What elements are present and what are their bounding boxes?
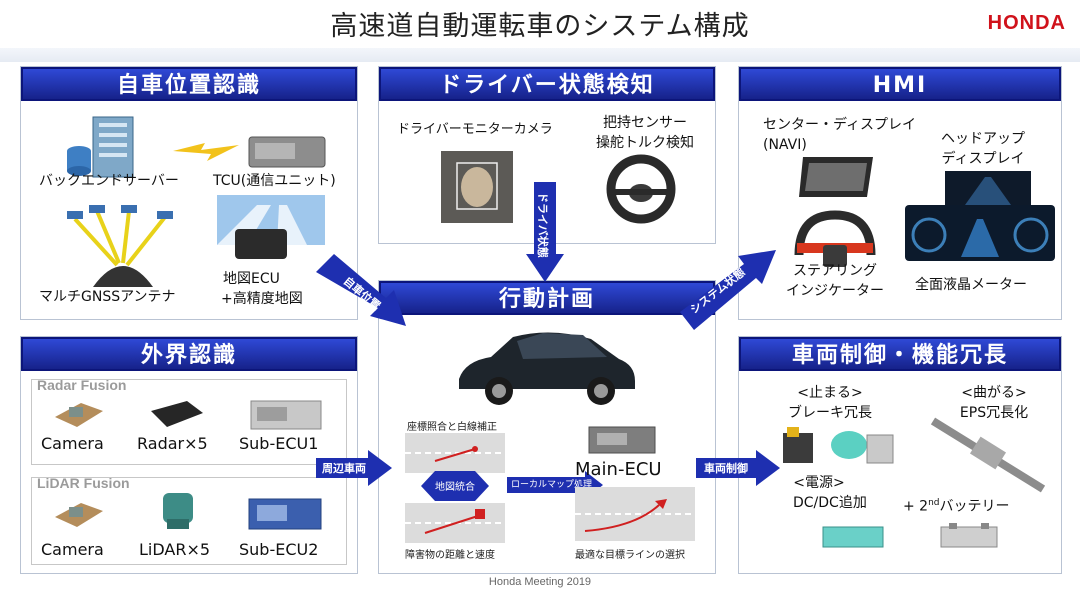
- panel-header: HMI: [739, 67, 1061, 101]
- camera-icon: [55, 503, 103, 527]
- honda-logo: HONDA: [987, 12, 1066, 34]
- panel-hmi: HMI センター・ディスプレイ (NAVI) ヘッドアップ ディスプレイ ステア…: [738, 66, 1062, 320]
- brake-redundancy-label: ブレーキ冗長: [788, 405, 872, 421]
- brake-unit-icon: [783, 427, 894, 464]
- battery-prefix: + 2: [903, 498, 929, 515]
- second-battery-label: + 2ndバッテリー: [903, 495, 1010, 516]
- target-line-image: [575, 487, 695, 541]
- obstacle-label: 障害物の距離と速度: [405, 550, 495, 561]
- center-display-icon: [799, 157, 873, 197]
- camera-label-1: Camera: [41, 434, 104, 453]
- sub-ecu2-label: Sub-ECU2: [239, 540, 319, 559]
- gnss-label: マルチGNSSアンテナ: [39, 289, 176, 305]
- server-icon: [67, 116, 134, 178]
- map-merge-label: 地図統合: [435, 482, 475, 493]
- gnss-antenna-icon: [67, 205, 173, 287]
- arrow-system-state: システム状態: [680, 250, 776, 330]
- lidar-icon: [163, 493, 193, 529]
- backend-label: バックエンドサーバー: [39, 173, 179, 189]
- turn-label: <曲がる>: [961, 385, 1027, 401]
- panel-header: 行動計画: [379, 281, 715, 315]
- steering-indicator-sublabel: インジケーター: [786, 283, 884, 299]
- obstacle-image: [405, 503, 505, 543]
- main-ecu-icon: [588, 426, 656, 454]
- battery-superscript: nd: [928, 498, 940, 508]
- footer: Honda Meeting 2019: [488, 576, 592, 588]
- dcdc-label: DC/DC追加: [793, 495, 867, 511]
- center-display-label: センター・ディスプレイ: [763, 117, 917, 133]
- steering-wheel-icon: [606, 154, 676, 224]
- arrow-driver-state: ドライバ状態: [526, 182, 564, 282]
- title-divider: [0, 48, 1080, 62]
- map-merge-icon: [421, 471, 489, 501]
- grip-sensor-label: 把持センサー: [603, 115, 687, 131]
- radar-icon: [151, 401, 203, 427]
- sub-ecu2-icon: [248, 498, 322, 530]
- dcdc-converter-icon: [822, 526, 884, 548]
- arrow-surrounding-label: 周辺車両: [322, 461, 366, 475]
- arrow-self-position: 自車位置: [316, 254, 406, 326]
- radar-fusion-group: [31, 379, 347, 465]
- eps-redundancy-label: EPS冗長化: [959, 405, 1029, 421]
- hud-icon: [945, 171, 1031, 205]
- target-line-label: 最適な目標ラインの選択: [575, 550, 685, 561]
- vehicle-image: [459, 332, 635, 405]
- battery-icon: [940, 523, 998, 548]
- map-ecu-label: 地図ECU: [223, 271, 280, 287]
- panel-self-position: 自車位置認識 バックエンドサーバー TCU(通信ユニット) マルチGNSSアンテ…: [20, 66, 358, 320]
- panel-header: 車両制御・機能冗長: [739, 337, 1061, 371]
- lidar-fusion-group: [31, 477, 347, 565]
- hud-label: ヘッドアップ: [941, 131, 1025, 147]
- panel-external: 外界認識 Radar Fusion Camera Radar×5 Sub-ECU…: [20, 336, 358, 574]
- sub-ecu1-icon: [250, 400, 322, 430]
- eps-rack-icon: [930, 417, 1046, 493]
- panel-planning: 行動計画 座標照合と白線補正 地図統合 障害物の距離と速度 ローカルマップ処理 …: [378, 280, 716, 574]
- stop-label: <止まる>: [797, 385, 863, 401]
- map-ecu-sublabel: +高精度地図: [221, 291, 303, 307]
- map-ecu-icon: [217, 195, 325, 259]
- arrow-vehicle-control-label: 車両制御: [704, 461, 748, 475]
- digital-meter-icon: [905, 205, 1055, 261]
- panel-header: 外界認識: [21, 337, 357, 371]
- steering-indicator-icon: [794, 210, 876, 267]
- steering-indicator-label: ステアリング: [793, 263, 877, 279]
- steer-torque-label: 操舵トルク検知: [596, 135, 694, 151]
- arrow-vehicle-control: 車両制御: [696, 450, 780, 486]
- driver-face-icon: [441, 151, 513, 223]
- driver-camera-label: ドライバーモニターカメラ: [397, 122, 553, 137]
- tcu-icon: [248, 136, 326, 168]
- navi-label: (NAVI): [763, 137, 807, 153]
- radar-label: Radar×5: [137, 434, 208, 453]
- digital-meter-label: 全面液晶メーター: [915, 277, 1027, 293]
- arrow-driver-state-label: ドライバ状態: [536, 192, 550, 258]
- page-title: 高速道自動運転車のシステム構成: [330, 11, 750, 42]
- power-label: <電源>: [793, 475, 845, 491]
- hud-sublabel: ディスプレイ: [941, 151, 1025, 167]
- tcu-label: TCU(通信ユニット): [213, 173, 336, 189]
- battery-suffix: バッテリー: [939, 498, 1010, 515]
- radar-fusion-title: Radar Fusion: [37, 377, 127, 393]
- panel-vehicle-control: 車両制御・機能冗長 <止まる> ブレーキ冗長 <曲がる> EPS冗長化 <電源>…: [738, 336, 1062, 574]
- local-map-label: ローカルマップ処理: [511, 480, 593, 490]
- lidar-fusion-title: LiDAR Fusion: [37, 475, 130, 491]
- lightning-icon: [173, 143, 239, 161]
- arrow-surrounding-vehicles: 周辺車両: [316, 450, 392, 486]
- panel-header: 自車位置認識: [21, 67, 357, 101]
- coord-match-image: [405, 433, 505, 473]
- lidar-label: LiDAR×5: [139, 540, 211, 559]
- camera-icon: [55, 403, 103, 427]
- sub-ecu1-label: Sub-ECU1: [239, 434, 319, 453]
- main-ecu-label: Main-ECU: [575, 459, 662, 480]
- camera-label-2: Camera: [41, 540, 104, 559]
- panel-header: ドライバー状態検知: [379, 67, 715, 101]
- coord-match-label: 座標照合と白線補正: [407, 422, 497, 433]
